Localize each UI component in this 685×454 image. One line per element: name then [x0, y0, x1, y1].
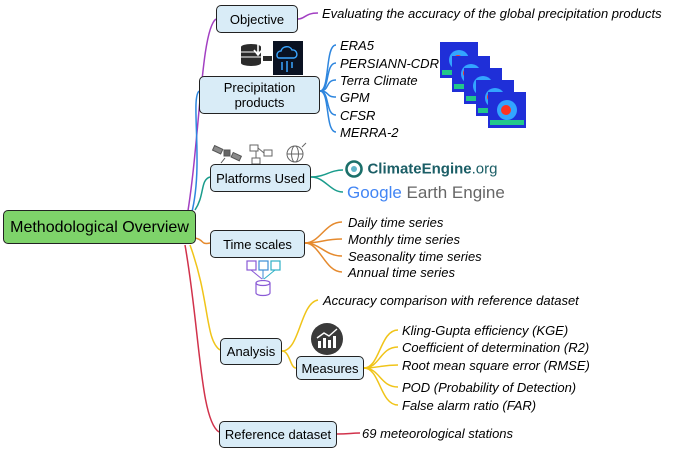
- reference-dataset-node: Reference dataset: [219, 421, 337, 448]
- objective-text: Evaluating the accuracy of the global pr…: [322, 6, 662, 21]
- precipitation-item: MERRA-2: [340, 125, 399, 140]
- precipitation-maps-icon: [440, 42, 526, 128]
- measure-item: Coefficient of determination (R2): [402, 340, 590, 355]
- branch-time-scales: [194, 237, 211, 245]
- objective-connector: [297, 12, 319, 20]
- chart-icon: [311, 323, 343, 355]
- precipitation-products-node: Precipitation products: [199, 76, 320, 114]
- branch-analysis: [189, 244, 221, 351]
- data-flow-icon: [246, 260, 281, 297]
- precipitation-item: GPM: [340, 90, 370, 105]
- time-scales-node: Time scales: [210, 230, 305, 258]
- cloud-rain-icon: [273, 41, 303, 75]
- precipitation-item: PERSIANN-CDR: [340, 56, 439, 71]
- climate-engine-icon: [345, 160, 363, 178]
- objective-node: Objective: [216, 5, 298, 33]
- time-scale-item: Annual time series: [348, 265, 455, 280]
- time-scales-connectors: [304, 221, 343, 273]
- analysis-comparison: Accuracy comparison with reference datas…: [323, 293, 579, 308]
- platforms-used-node: Platforms Used: [210, 164, 311, 192]
- measure-item: Root mean square error (RMSE): [402, 358, 590, 373]
- platforms-connectors: [310, 169, 344, 193]
- earth-engine-word: Earth Engine: [401, 183, 505, 202]
- precipitation-connectors: [319, 44, 337, 133]
- time-scale-item: Seasonality time series: [348, 249, 482, 264]
- network-icon: [249, 144, 273, 165]
- analysis-node: Analysis: [220, 338, 282, 365]
- measures-node: Measures: [296, 356, 364, 380]
- branch-reference: [184, 244, 220, 433]
- precipitation-item: Terra Climate: [340, 73, 418, 88]
- measure-item: POD (Probability of Detection): [402, 380, 577, 395]
- time-scale-item: Daily time series: [348, 215, 444, 230]
- measure-item: Kling-Gupta efficiency (KGE): [402, 323, 569, 338]
- precipitation-item: ERA5: [340, 38, 374, 53]
- time-scale-item: Monthly time series: [348, 232, 460, 247]
- google-word: Google: [347, 183, 402, 202]
- climate-engine-logo: ClimateEngine.org: [345, 160, 498, 178]
- reference-text: 69 meteorological stations: [362, 426, 514, 441]
- climate-engine-suffix: .org: [471, 160, 498, 178]
- branch-platforms: [194, 176, 211, 211]
- root-node: Methodological Overview: [3, 210, 196, 244]
- globe-icon: [286, 142, 307, 163]
- branch-precipitation: [189, 90, 200, 220]
- precipitation-products-label: Precipitation products: [223, 80, 296, 110]
- database-download-icon: [241, 42, 272, 66]
- analysis-connectors: [281, 299, 399, 406]
- google-earth-engine-logo: Google Earth Engine: [347, 183, 505, 203]
- measure-item: False alarm ratio (FAR): [402, 398, 537, 413]
- satellite-icon: [211, 144, 243, 164]
- precipitation-item: CFSR: [340, 108, 376, 123]
- climate-engine-name: ClimateEngine: [367, 160, 472, 178]
- reference-connector: [336, 432, 361, 435]
